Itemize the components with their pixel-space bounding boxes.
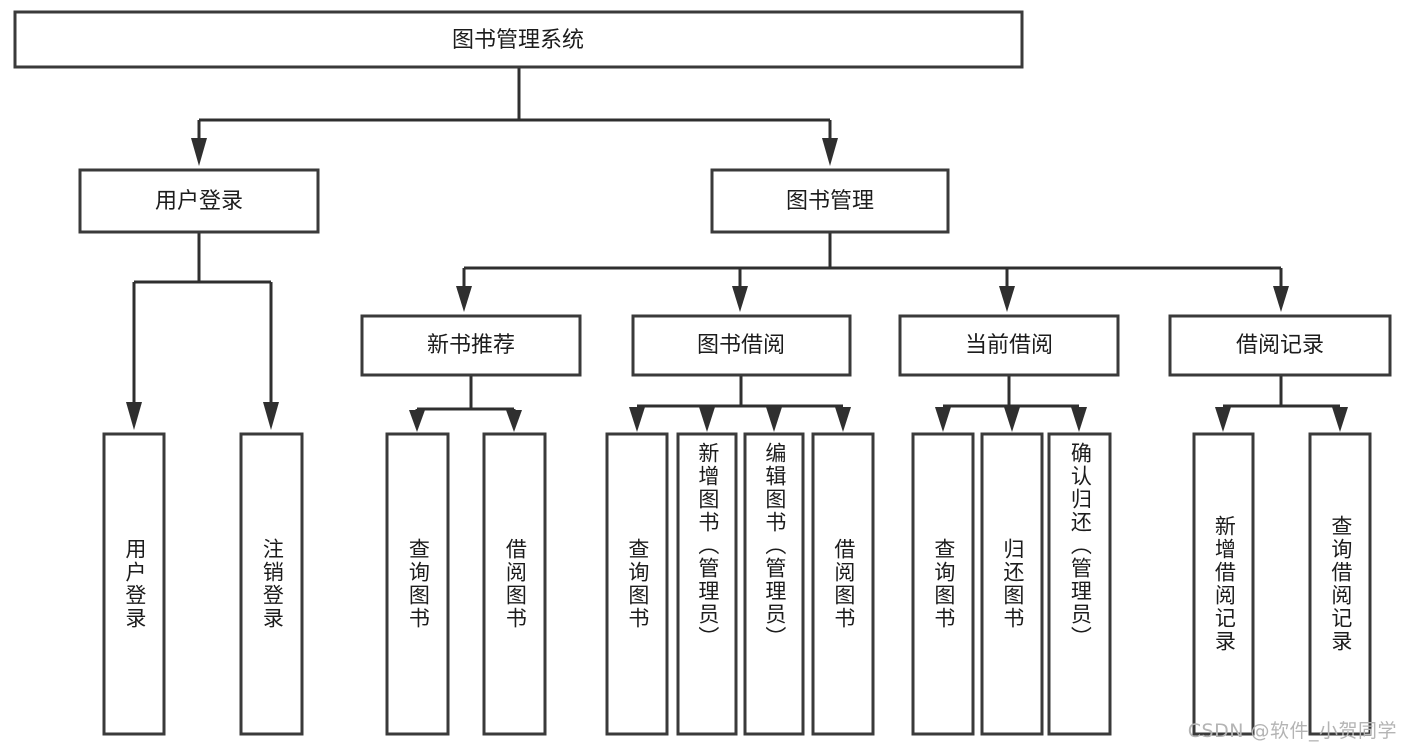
arrow-head-leaf-query-book-2 [629,407,645,432]
arrow-head-leaf-borrow-book-2 [835,407,851,432]
connector-new-book-rec-to-leaves [409,375,522,432]
node-book-manage-rect[interactable] [710,168,950,234]
arrow-head-leaf-return-book [1004,407,1020,432]
leaf-boxes [102,432,1372,736]
leaf-box-borrow-book-2[interactable] [811,432,875,736]
arrow-head-book-manage [822,138,838,166]
node-new-book-rec[interactable]: 新书推荐 [360,314,582,377]
leaf-box-query-book-3[interactable] [911,432,975,736]
node-borrow-record-rect[interactable] [1168,314,1392,377]
leaf-box-query-record[interactable] [1308,432,1372,736]
arrow-head-book-borrow [732,286,748,312]
node-book-borrow-rect[interactable] [631,314,852,377]
connector-book-manage-to-level3 [456,232,1289,312]
node-current-borrow[interactable]: 当前借阅 [898,314,1120,377]
node-user-login[interactable]: 用户登录 [78,168,320,234]
node-root[interactable]: 图书管理系统 [13,10,1024,69]
leaf-box-user-login[interactable] [102,432,166,736]
arrow-head-new-book-rec [456,286,472,312]
arrow-head-leaf-add-book [699,407,715,432]
node-user-login-rect[interactable] [78,168,320,234]
leaf-box-borrow-book-1[interactable] [482,432,547,736]
node-book-manage-label: 图书管理 [786,189,874,214]
node-book-manage[interactable]: 图书管理 [710,168,950,234]
arrow-head-leaf-query-book-1 [409,410,425,432]
arrow-head-leaf-query-book-3 [935,407,951,432]
leaf-box-query-book-1[interactable] [385,432,450,736]
arrow-head-leaf-add-record [1215,407,1231,432]
node-current-borrow-label: 当前借阅 [965,333,1053,358]
node-current-borrow-rect[interactable] [898,314,1120,377]
watermark-text: CSDN @软件_小贺同学 [1187,720,1397,742]
arrow-head-leaf-user-login [126,402,142,430]
connector-user-login-to-leaves [126,232,279,430]
node-borrow-record[interactable]: 借阅记录 [1168,314,1392,377]
connector-root-to-level2 [191,67,838,166]
node-new-book-rec-rect[interactable] [360,314,582,377]
leaf-box-return-book[interactable] [980,432,1044,736]
node-root-label: 图书管理系统 [452,28,584,53]
node-new-book-rec-label: 新书推荐 [427,333,515,358]
connector-current-borrow-to-leaves [935,375,1087,432]
leaf-box-query-book-2[interactable] [605,432,669,736]
leaf-box-confirm-return[interactable] [1047,432,1112,736]
arrow-head-current-borrow [999,286,1015,312]
arrow-head-leaf-query-record [1332,407,1348,432]
arrow-head-leaf-confirm-return [1071,407,1087,432]
connector-borrow-record-to-leaves [1215,375,1348,432]
arrow-head-leaf-logout [263,402,279,430]
arrow-head-borrow-record [1273,286,1289,312]
connector-book-borrow-to-leaves [629,375,851,432]
leaf-box-edit-book[interactable] [743,432,805,736]
node-book-borrow-label: 图书借阅 [697,333,785,358]
node-borrow-record-label: 借阅记录 [1236,333,1324,358]
arrow-head-leaf-borrow-book-1 [506,410,522,432]
leaf-box-add-book[interactable] [676,432,738,736]
arrow-head-user-login [191,138,207,166]
node-book-borrow[interactable]: 图书借阅 [631,314,852,377]
node-root-rect[interactable] [13,10,1024,69]
leaf-box-add-record[interactable] [1192,432,1255,736]
leaf-box-logout[interactable] [239,432,304,736]
arrow-head-leaf-edit-book [766,407,782,432]
node-user-login-label: 用户登录 [155,189,243,214]
